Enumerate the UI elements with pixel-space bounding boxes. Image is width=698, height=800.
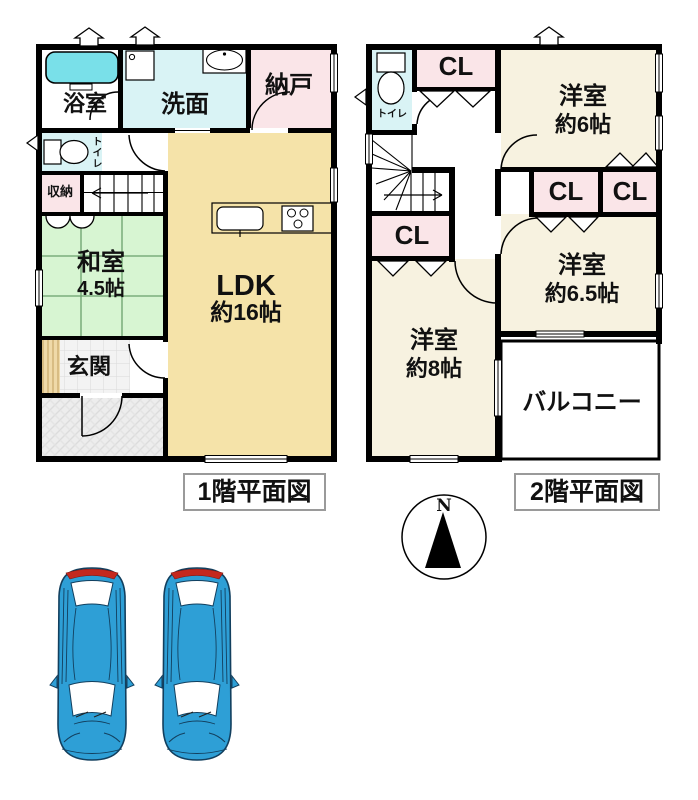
car-2 bbox=[154, 567, 240, 761]
room-size-tatami: 4.5帖 bbox=[77, 278, 125, 300]
room-label-storeroom: 納戸 bbox=[265, 72, 313, 99]
room-size-west8: 約8帖 bbox=[405, 356, 463, 381]
room-label-ldk: LDK bbox=[216, 270, 276, 302]
room-size-ldk: 約16帖 bbox=[210, 299, 282, 325]
room-label-toilet-2f: トイレ bbox=[377, 109, 407, 120]
room-label-closet-1f: 収納 bbox=[46, 184, 73, 199]
car-1 bbox=[49, 567, 135, 761]
compass-icon bbox=[401, 494, 487, 580]
room-label-west65: 洋室 bbox=[558, 252, 606, 279]
room-label-cl-lower: CL bbox=[394, 220, 430, 250]
floor2-caption: 2階平面図 bbox=[514, 473, 660, 511]
room-label-washroom: 洗面 bbox=[161, 91, 209, 118]
room-label-balcony: バルコニー bbox=[522, 389, 642, 416]
room-label-cl-a: CL bbox=[548, 176, 584, 206]
compass-north-label: N bbox=[436, 496, 452, 516]
floor2-plan bbox=[353, 26, 663, 463]
room-label-cl-top: CL bbox=[438, 51, 474, 81]
room-size-west6: 約6帖 bbox=[554, 112, 612, 137]
room-label-west8: 洋室 bbox=[410, 327, 458, 354]
room-label-cl-b: CL bbox=[612, 176, 648, 206]
room-label-toilet-1f: トイレ bbox=[90, 135, 101, 169]
room-label-west6: 洋室 bbox=[559, 83, 607, 110]
room-label-tatami: 和室 bbox=[77, 249, 125, 276]
floor1-caption: 1階平面図 bbox=[183, 473, 326, 511]
room-label-entrance: 玄関 bbox=[66, 354, 111, 379]
room-size-west65: 約6.5帖 bbox=[544, 281, 620, 306]
floor1-plan bbox=[25, 26, 338, 463]
room-label-bath: 浴室 bbox=[62, 91, 107, 116]
